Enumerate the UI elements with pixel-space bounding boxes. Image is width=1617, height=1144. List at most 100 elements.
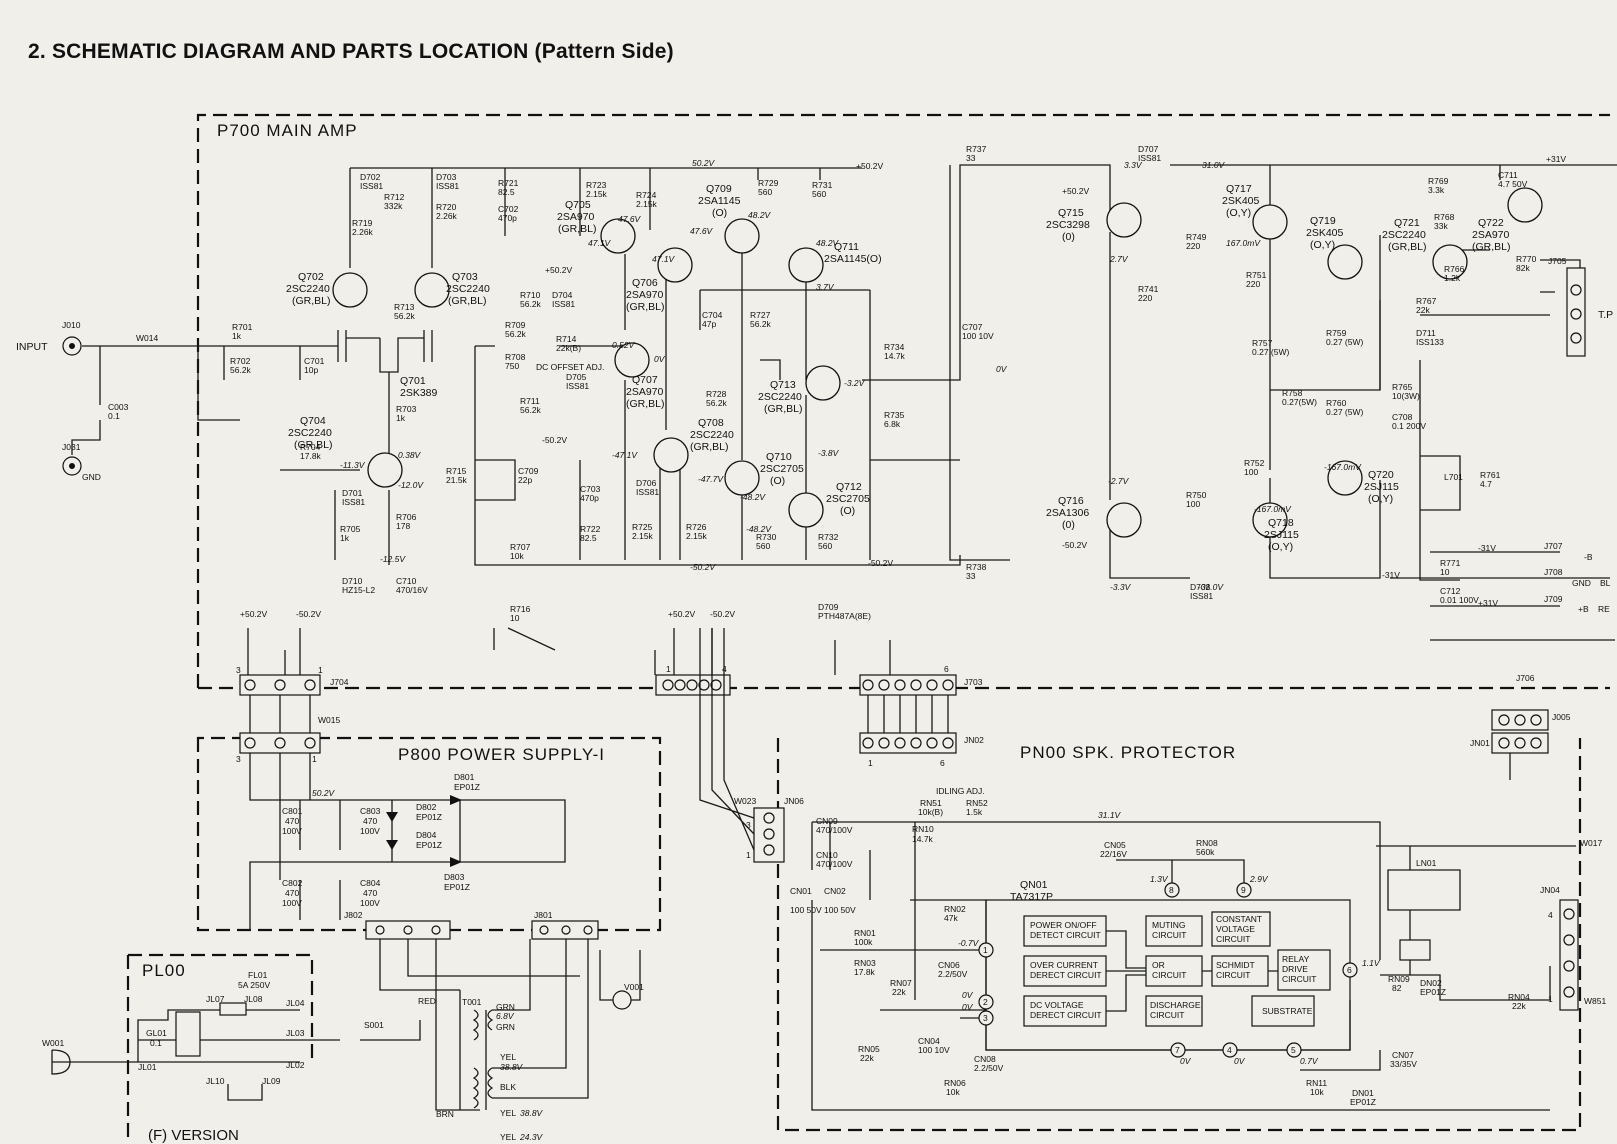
c801-label: C801 <box>282 806 303 816</box>
c707-label: C707 <box>962 322 983 332</box>
q711-part: 2SA1145(O) <box>824 253 882 265</box>
c803-value: 470 <box>363 816 377 826</box>
wire-yel3: YEL <box>500 1132 516 1142</box>
j707-signal: -B <box>1584 552 1593 562</box>
r724-label: R724 <box>636 190 657 200</box>
plug-board: FL01 5A 250V GL01 0.1 JL07 JL08 JL04 JL0… <box>42 970 421 1101</box>
d703-value: ISS81 <box>436 181 459 191</box>
voltage-v5: 48.2V <box>748 210 772 220</box>
r711-label: R711 <box>520 396 540 406</box>
d708-value: ISS81 <box>1190 591 1213 601</box>
wire-yel2: YEL <box>500 1108 516 1118</box>
j703-pin <box>926 679 938 691</box>
voltage-v2: 47.6V <box>618 214 642 224</box>
protector-rn09: RN09 <box>1388 974 1410 984</box>
q713-part: 2SC2240 <box>758 391 802 403</box>
protector-cn02v: 100 50V <box>824 905 856 915</box>
d709-label: D709 <box>818 602 839 612</box>
d706-label: D706 <box>636 478 657 488</box>
r758-value: 0.27(5W) <box>1282 397 1317 407</box>
discharge-block <box>1145 995 1203 1027</box>
fl01-label: FL01 <box>248 970 268 980</box>
protector-v0d: 0V <box>1234 1056 1246 1066</box>
wire-grn-voltage: 6.8V <box>496 1011 515 1021</box>
protector-cn10: CN10 <box>816 850 838 860</box>
voltage-v12: -3.8V <box>818 448 840 458</box>
q716-part: 2SA1306 <box>1046 507 1089 519</box>
rail-p31-b: +31V <box>1478 598 1498 608</box>
voltage-v3: 47.1V <box>588 238 612 248</box>
protector-v0c: 0V <box>1180 1056 1192 1066</box>
r768-value: 33k <box>1434 221 1448 231</box>
jn01-label: JN01 <box>1470 738 1490 748</box>
protector-cn06: CN06 <box>938 960 960 970</box>
protector-v29: 2.9V <box>1249 874 1269 884</box>
protector-v07: -0.7V <box>958 938 980 948</box>
q716-grade: (0) <box>1062 519 1075 531</box>
r719-label: R719 <box>352 218 373 228</box>
r760-value: 0.27 (5W) <box>1326 407 1363 417</box>
protector-cn01v: 100 50V <box>790 905 822 915</box>
d711-label: D711 <box>1416 328 1436 338</box>
pin-label-4b: 4 <box>1548 910 1553 920</box>
q710-label: Q710 <box>766 451 792 463</box>
t001-label: T001 <box>462 997 482 1007</box>
protector-dn01: DN01 <box>1352 1088 1374 1098</box>
protector-cn10v: 470/100V <box>816 859 853 869</box>
voltage-v18: 0.38V <box>398 450 422 460</box>
jl08-label: JL08 <box>244 994 263 1004</box>
voltage-v19: -11.3V <box>340 460 366 470</box>
r757-label: R757 <box>1252 338 1273 348</box>
jl07-label: JL07 <box>206 994 225 1004</box>
q716-label: Q716 <box>1058 495 1084 507</box>
j703-pin <box>862 737 874 749</box>
tp-label: T.P <box>1598 309 1613 321</box>
q709-part: 2SA1145 <box>698 195 741 207</box>
c701-label: C701 <box>304 356 325 366</box>
r715-value: 21.5k <box>446 475 468 485</box>
rail-n31-a: -31V <box>1478 543 1496 553</box>
j005-label: J005 <box>1552 712 1571 722</box>
section-title-plug-board: PL00 <box>142 961 186 980</box>
c801-value: 470 <box>285 816 299 826</box>
protector-rn02v: 47k <box>944 913 958 923</box>
ic-pin-number: 1 <box>983 945 988 955</box>
voltage-v28: -167.0mV <box>1254 504 1292 514</box>
protector-cn04v: 100 10V <box>918 1045 950 1055</box>
ic-pin-number: 8 <box>1169 885 1174 895</box>
r749-value: 220 <box>1186 241 1200 251</box>
d708-label: D708 <box>1190 582 1211 592</box>
c702-value: 470p <box>498 213 517 223</box>
jl04-label: JL04 <box>286 998 305 1008</box>
r768-label: R768 <box>1434 212 1455 222</box>
input-label: INPUT <box>16 341 48 353</box>
r712-value: 332k <box>384 201 403 211</box>
jl10-label: JL10 <box>206 1076 225 1086</box>
ic-pin-circle <box>978 994 994 1010</box>
q704-grade: (GR,BL) <box>294 439 333 451</box>
d706-value: ISS81 <box>636 487 659 497</box>
c704-label: C704 <box>702 310 723 320</box>
q708-part: 2SC2240 <box>690 429 734 441</box>
r720-label: R720 <box>436 202 457 212</box>
rail-p50-output: +50.2V <box>1062 186 1090 196</box>
protector-rn05v: 22k <box>860 1053 874 1063</box>
d705-label: D705 <box>566 372 587 382</box>
c003-label: C003 <box>108 402 129 412</box>
protector-cn02: CN02 <box>824 886 846 896</box>
q722-part: 2SA970 <box>1472 229 1510 241</box>
version-label: (F) VERSION <box>148 1127 239 1144</box>
pin-label-3: 3 <box>236 665 241 675</box>
jn06-label: JN06 <box>784 796 804 806</box>
power-supply: D801 EP01Z D802 EP01Z D804 EP01Z D803 EP… <box>236 753 566 930</box>
j801-label: J801 <box>534 910 553 920</box>
q712-part: 2SC2705 <box>826 493 870 505</box>
pin-label-1f: 1 <box>312 754 317 764</box>
r725-label: R725 <box>632 522 653 532</box>
j802-label: J802 <box>344 910 363 920</box>
section-title-power-supply: P800 POWER SUPPLY-I <box>398 745 605 764</box>
rail-p31: +31V <box>1546 154 1566 164</box>
protector-rn04v: 22k <box>1512 1001 1526 1011</box>
